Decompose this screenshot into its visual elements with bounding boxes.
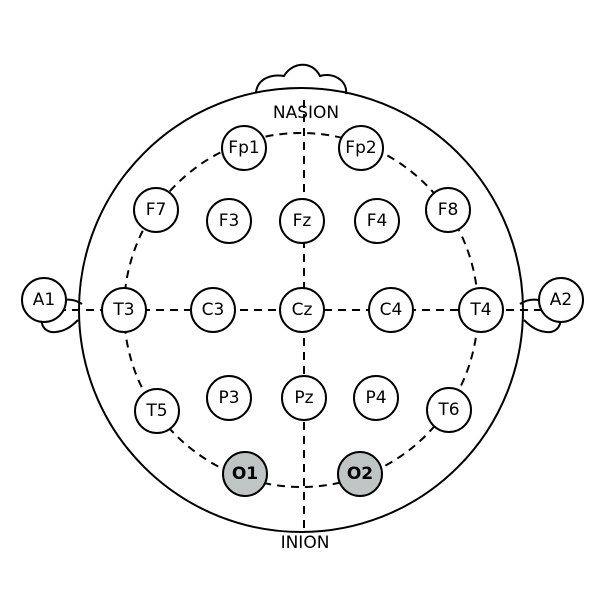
svg-text:F8: F8 [438,200,459,220]
electrode-O2: O2 [337,451,383,497]
electrode-A1: A1 [21,277,67,323]
electrode-T6: T6 [426,387,472,433]
svg-text:T4: T4 [469,300,491,320]
electrode-P3: P3 [206,375,252,421]
svg-text:A2: A2 [550,290,572,310]
electrode-C4: C4 [368,287,414,333]
svg-text:O2: O2 [347,464,373,484]
electrode-Fz: Fz [279,198,325,244]
electrode-C3: C3 [190,287,236,333]
svg-text:Fp2: Fp2 [345,138,376,158]
svg-text:F4: F4 [367,211,388,231]
svg-text:C4: C4 [380,300,403,320]
electrode-Cz: Cz [279,287,325,333]
electrode-T5: T5 [134,388,180,434]
svg-text:A1: A1 [33,290,55,310]
electrode-F8: F8 [425,187,471,233]
svg-text:P4: P4 [365,388,386,408]
electrode-Pz: Pz [281,375,327,421]
electrode-T4: T4 [458,287,504,333]
svg-text:F3: F3 [219,211,240,231]
electrode-O1: O1 [222,451,268,497]
svg-text:F7: F7 [146,200,167,220]
nose-outline [255,63,348,95]
electrode-F7: F7 [133,187,179,233]
svg-text:Fp1: Fp1 [228,138,259,158]
svg-text:Fz: Fz [293,211,312,231]
svg-text:T6: T6 [437,400,459,420]
electrode-Fp2: Fp2 [338,125,384,171]
svg-text:Cz: Cz [292,300,313,320]
electrode-F4: F4 [354,198,400,244]
svg-text:T3: T3 [112,300,134,320]
svg-text:O1: O1 [232,464,258,484]
electrode-A2: A2 [538,277,584,323]
electrode-F3: F3 [206,198,252,244]
inion-label: INION [281,533,330,553]
electrode-Fp1: Fp1 [221,125,267,171]
svg-text:Pz: Pz [294,388,313,408]
electrode-T3: T3 [101,287,147,333]
svg-text:T5: T5 [145,401,167,421]
electrode-P4: P4 [353,375,399,421]
svg-text:C3: C3 [202,300,225,320]
nasion-label: NASION [273,103,339,123]
svg-text:P3: P3 [218,388,239,408]
